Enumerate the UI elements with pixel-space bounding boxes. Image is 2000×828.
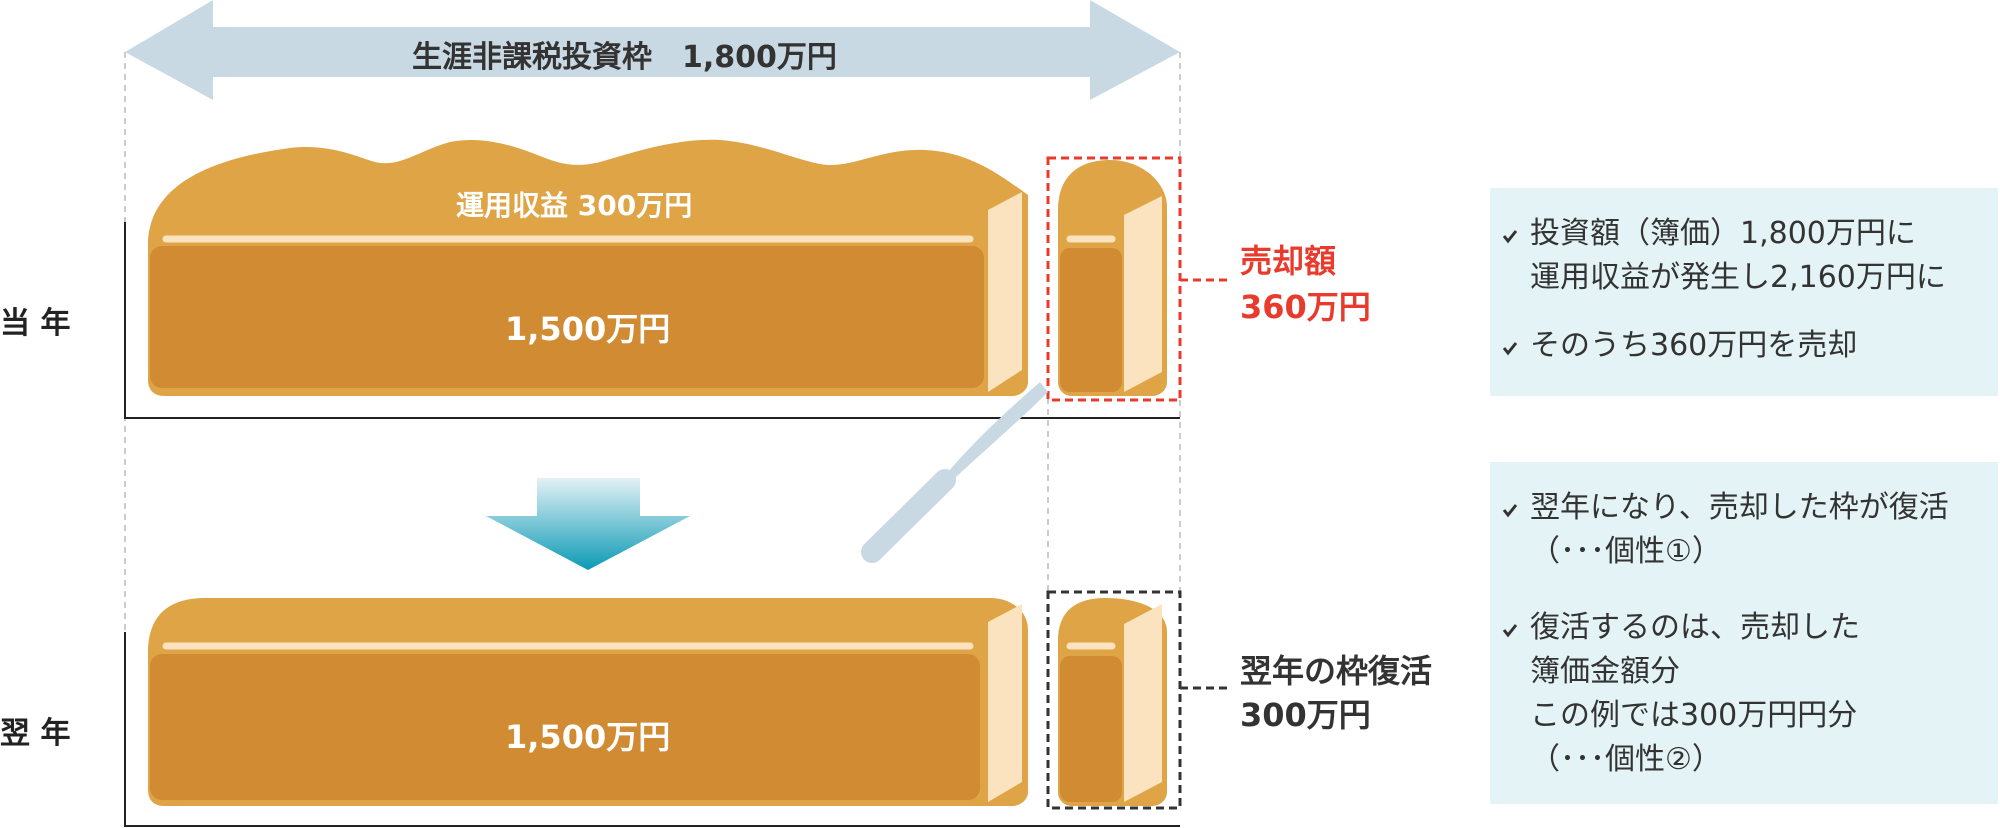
row-label-next-year: 翌 年 xyxy=(0,716,71,751)
revival-value: 300万円 xyxy=(1240,696,1371,734)
investment-limit-label: 生涯非課税投資枠 1,800万円 xyxy=(412,40,837,75)
note-sale-amount: そのうち360万円を売却 xyxy=(1530,328,1858,363)
next-year-loaf xyxy=(148,598,1028,806)
row-label-current-year: 当 年 xyxy=(0,306,71,341)
profit-label: 運用収益 300万円 xyxy=(456,189,693,222)
note-revival-amount: 復活するのは、売却した 簿価金額分 この例では300万円円分 （･･･個性②） xyxy=(1530,610,1860,777)
sale-amount-value: 360万円 xyxy=(1240,288,1371,326)
next-year-slice xyxy=(1058,598,1167,806)
current-principal-label: 1,500万円 xyxy=(505,310,671,348)
check-icon xyxy=(1502,342,1518,356)
check-icon xyxy=(1502,230,1518,244)
explanation-box-current-year: 投資額（簿価）1,800万円に 運用収益が発生し2,160万円に そのうち360… xyxy=(1490,188,1998,396)
sale-frame xyxy=(1046,156,1228,402)
sale-amount-title: 売却額 xyxy=(1240,242,1337,280)
range-arrow xyxy=(125,0,1180,100)
revival-title: 翌年の枠復活 xyxy=(1240,652,1433,690)
revival-frame xyxy=(1046,590,1228,810)
next-principal-label: 1,500万円 xyxy=(505,718,671,756)
check-icon xyxy=(1502,504,1518,518)
explanation-box-next-year: 翌年になり、売却した枠が復活 （･･･個性①） 復活するのは、売却した 簿価金額… xyxy=(1490,462,1998,804)
down-arrow-icon xyxy=(486,478,690,570)
note-limit-revival: 翌年になり、売却した枠が復活 （･･･個性①） xyxy=(1530,490,1949,569)
current-year-loaf xyxy=(148,139,1028,396)
check-icon xyxy=(1502,624,1518,638)
current-year-slice xyxy=(1058,160,1167,396)
baseline-axes xyxy=(124,222,1180,827)
note-investment-growth: 投資額（簿価）1,800万円に 運用収益が発生し2,160万円に xyxy=(1530,216,1946,295)
knife-icon xyxy=(861,382,1048,563)
